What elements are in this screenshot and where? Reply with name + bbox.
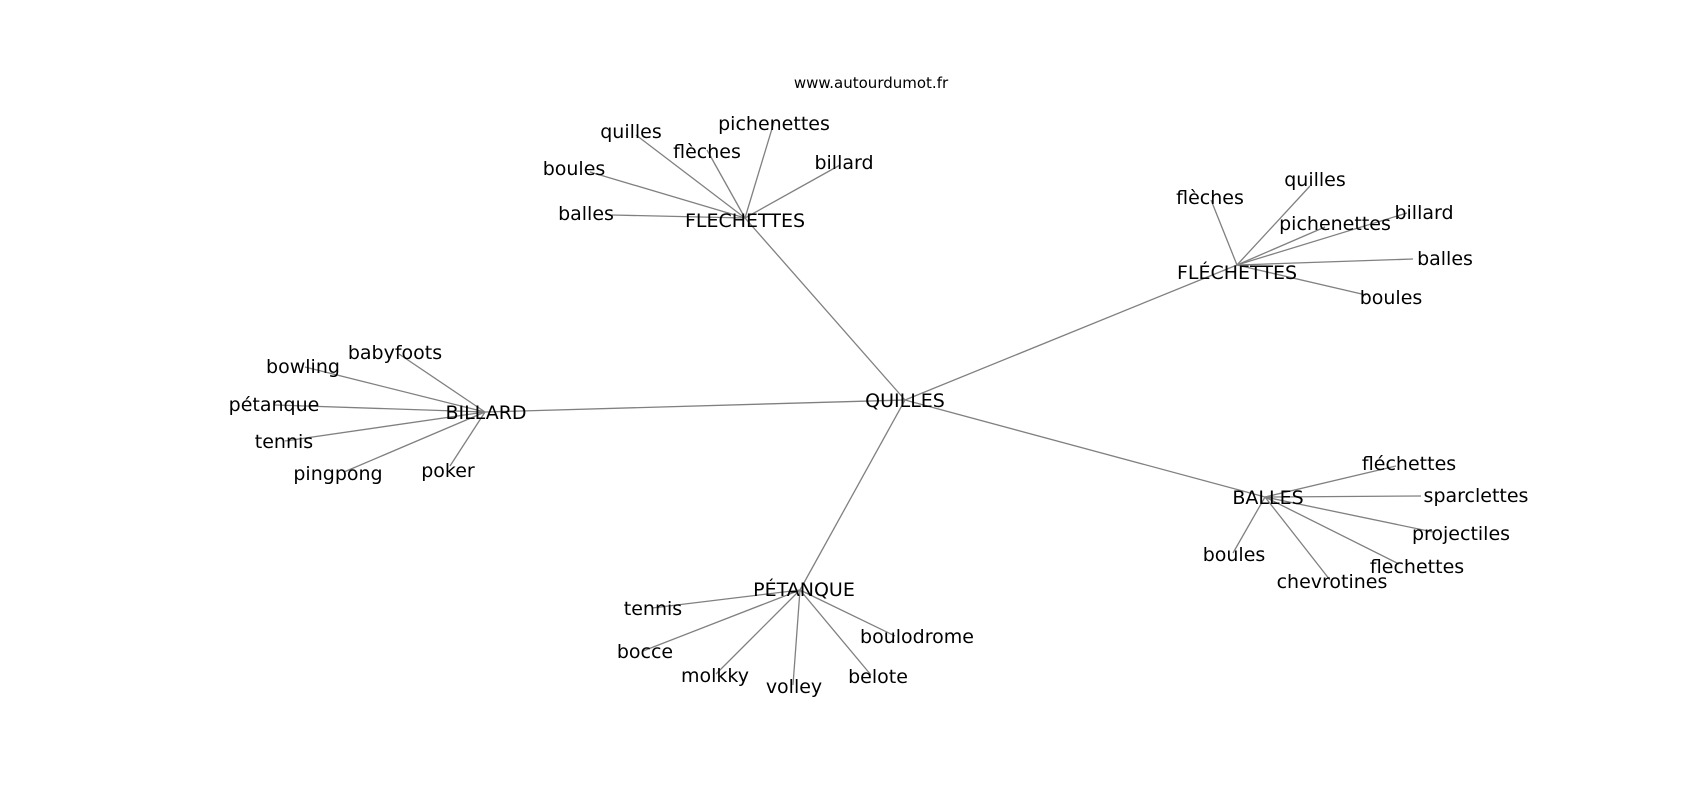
edge-hub-1-child-2 <box>1236 226 1326 266</box>
edge-hub-2-child-4 <box>343 411 486 473</box>
leaf-node-label: pétanque <box>229 394 320 416</box>
edge-hub-2-child-3 <box>284 411 486 442</box>
edge-hub-4-child-1 <box>642 589 801 652</box>
leaf-node-label: volley <box>766 676 822 698</box>
edge-hub-2-child-5 <box>449 411 486 467</box>
edge-hub-1-child-1 <box>1236 185 1311 266</box>
leaf-node-label: billard <box>1394 202 1453 224</box>
edge-hub-3-child-4 <box>1232 496 1266 554</box>
leaf-node-label: boules <box>543 158 606 180</box>
edge-hub-3-child-3 <box>1264 496 1400 565</box>
leaf-node-label: molkky <box>681 665 749 687</box>
leaf-node-label: boules <box>1203 544 1266 566</box>
edge-hub-1-child-0 <box>1210 199 1238 266</box>
edge-hub-1-child-5 <box>1236 264 1367 296</box>
edge-hub-0-child-4 <box>589 171 746 219</box>
leaf-node-label: tennis <box>624 598 682 620</box>
edge-hub-0-child-3 <box>744 164 841 219</box>
leaf-node-label: flèches <box>1176 187 1244 209</box>
leaf-node-label: flèches <box>673 141 741 163</box>
edge-hub-4-child-3 <box>715 589 801 675</box>
edge-hub-4-child-5 <box>799 589 872 676</box>
edge-center-hub-0 <box>744 217 906 401</box>
edge-hub-2-child-0 <box>398 353 486 413</box>
leaf-node-label: flechettes <box>1370 556 1464 578</box>
leaf-node-label: bocce <box>617 641 673 663</box>
edge-hub-1-child-3 <box>1236 212 1408 266</box>
edge-hub-0-child-0 <box>635 134 746 219</box>
leaf-node-label: chevrotines <box>1277 571 1388 593</box>
edge-hub-4-child-4 <box>792 589 801 686</box>
hub-node-label: FLÉCHETTES <box>1177 261 1297 284</box>
edge-hub-1-child-4 <box>1236 258 1414 266</box>
edge-hub-2-child-2 <box>274 404 486 413</box>
hub-node-label: PÉTANQUE <box>753 578 855 601</box>
watermark-text: www.autourdumot.fr <box>794 74 949 92</box>
edge-hub-3-child-0 <box>1264 465 1397 498</box>
leaf-node-label: projectiles <box>1412 523 1510 545</box>
leaf-node-label: sparclettes <box>1424 485 1529 507</box>
leaf-node-label: bowling <box>266 356 340 378</box>
leaf-node-label: billard <box>814 152 873 174</box>
leaf-node-label: pichenettes <box>1279 213 1391 235</box>
hub-node-label: BILLARD <box>445 402 526 424</box>
leaf-node-label: pichenettes <box>718 113 830 135</box>
edges-layer <box>274 121 1434 686</box>
leaf-node-label: boulodrome <box>860 626 974 648</box>
edge-hub-2-child-1 <box>304 366 486 413</box>
edge-hub-4-child-0 <box>651 589 801 609</box>
leaf-node-label: quilles <box>1284 169 1346 191</box>
edge-hub-3-child-2 <box>1264 496 1434 533</box>
edge-center-hub-1 <box>904 264 1238 401</box>
edge-hub-3-child-5 <box>1264 496 1331 581</box>
leaf-node-label: boules <box>1360 287 1423 309</box>
leaf-node-label: tennis <box>255 431 313 453</box>
hub-node-label: FLECHETTES <box>685 210 805 232</box>
leaf-node-label: fléchettes <box>1362 453 1456 475</box>
hub-node-label: BALLES <box>1232 487 1303 509</box>
edge-hub-3-child-1 <box>1264 495 1422 498</box>
leaf-node-label: belote <box>848 666 908 688</box>
leaf-node-label: balles <box>558 203 614 225</box>
labels-layer: www.autourdumot.fr QUILLES FLECHETTES qu… <box>229 74 1529 698</box>
edge-hub-0-child-5 <box>611 214 746 219</box>
edge-hub-0-child-1 <box>744 121 775 219</box>
leaf-node-label: quilles <box>600 121 662 143</box>
leaf-node-label: poker <box>421 460 475 482</box>
edge-center-hub-4 <box>799 399 906 591</box>
edge-center-hub-2 <box>484 399 906 413</box>
edge-hub-4-child-2 <box>799 589 896 637</box>
center-node-label: QUILLES <box>865 390 945 412</box>
leaf-node-label: babyfoots <box>348 342 442 364</box>
edge-hub-0-child-2 <box>706 149 746 219</box>
edge-center-hub-3 <box>904 399 1266 498</box>
leaf-node-label: pingpong <box>293 463 382 485</box>
leaf-node-label: balles <box>1417 248 1473 270</box>
